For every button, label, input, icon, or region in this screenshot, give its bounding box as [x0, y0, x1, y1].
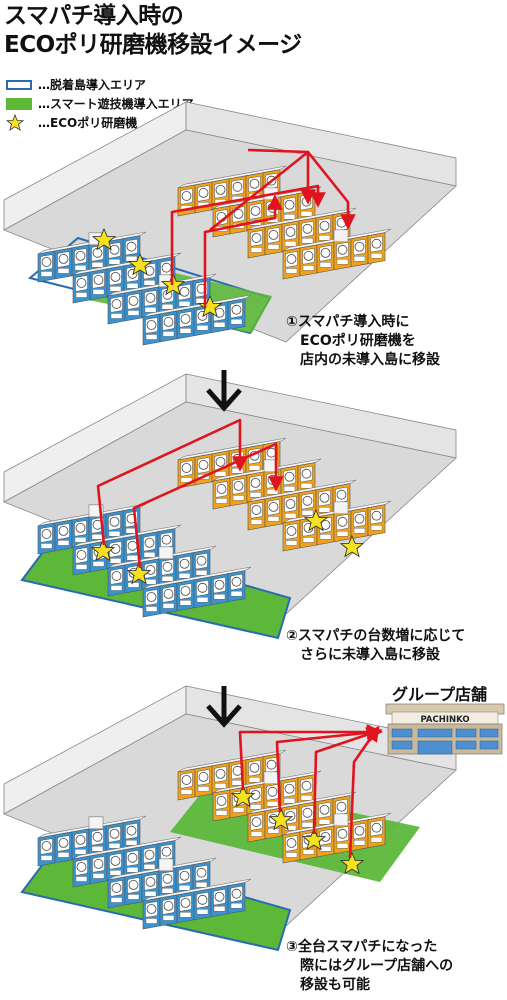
down-arrow-icon: [206, 686, 242, 728]
legend-item-smart: …スマート遊技機導入エリア: [6, 94, 194, 113]
group-store-building: PACHINKO: [385, 703, 505, 755]
pachinko-island-left-4: [142, 878, 252, 930]
pachinko-island-right-4: [282, 228, 392, 280]
star-icon: [6, 113, 25, 131]
floor-panel-2: [3, 373, 457, 640]
relocation-arrow: [132, 442, 284, 569]
pachinko-island-left-3: [107, 857, 217, 909]
floor-panel-3: [3, 685, 457, 952]
caption-line: 店内の未導入島に移設: [286, 352, 440, 368]
relocation-arrow: [203, 194, 283, 308]
pachinko-island-right-3: [247, 479, 357, 531]
legend-label: …脱着島導入エリア: [38, 77, 147, 92]
green-area-swatch-icon: [6, 97, 32, 110]
legend-label: …スマート遊技機導入エリア: [38, 96, 194, 111]
caption-line: 際にはグループ店舗への: [286, 958, 454, 974]
step-2-caption: ②スマパチの台数増に応じて さらに未導入島に移設: [286, 627, 465, 665]
store-sign: PACHINKO: [420, 715, 469, 725]
caption-line: ①スマパチ導入時に: [286, 314, 410, 330]
relocation-arrow: [275, 725, 383, 813]
blue-outline-swatch-icon: [6, 79, 32, 90]
caption-line: ECOポリ研磨機を: [286, 333, 416, 349]
step-3-caption: ③全台スマパチになった 際にはグループ店舗への 移設も可能: [286, 938, 453, 995]
pachinko-island-left-2: [72, 836, 182, 888]
pachinko-island-left-4: [142, 566, 252, 618]
title-line-2: ECOポリ研磨機移設イメージ: [4, 32, 302, 58]
legend-item-removable: …脱着島導入エリア: [6, 75, 194, 94]
caption-line: ②スマパチの台数増に応じて: [286, 628, 466, 644]
caption-line: ③全台スマパチになった: [286, 939, 438, 955]
relocation-arrow: [96, 418, 248, 546]
relocation-arrow: [170, 184, 326, 285]
relocation-arrow: [312, 727, 383, 835]
step-1-caption: ①スマパチ導入時に ECOポリ研磨機を 店内の未導入島に移設: [286, 313, 440, 370]
down-arrow-icon: [206, 370, 242, 412]
legend: …脱着島導入エリア …スマート遊技機導入エリア …ECOポリ研磨機: [6, 75, 194, 132]
relocation-arrow: [247, 148, 316, 205]
flow-arrows: [96, 148, 383, 859]
relocation-arrow: [238, 724, 383, 791]
pachinko-island-right-2: [212, 770, 322, 822]
page-title: スマパチ導入時の ECOポリ研磨機移設イメージ: [4, 2, 302, 60]
group-store-label: グループ店舗: [392, 685, 488, 704]
caption-line: さらに未導入島に移設: [286, 647, 440, 663]
relocation-arrow: [209, 150, 356, 232]
caption-line: 移設も可能: [286, 977, 370, 993]
floor-panel-1: [3, 101, 457, 346]
pachinko-island-left-2: [72, 252, 182, 304]
legend-item-polisher: …ECOポリ研磨機: [6, 113, 194, 132]
relocation-arrow: [348, 725, 380, 859]
title-line-1: スマパチ導入時の: [4, 3, 184, 29]
pachinko-island-left-1: [37, 815, 147, 867]
legend-label: …ECOポリ研磨機: [38, 115, 138, 130]
